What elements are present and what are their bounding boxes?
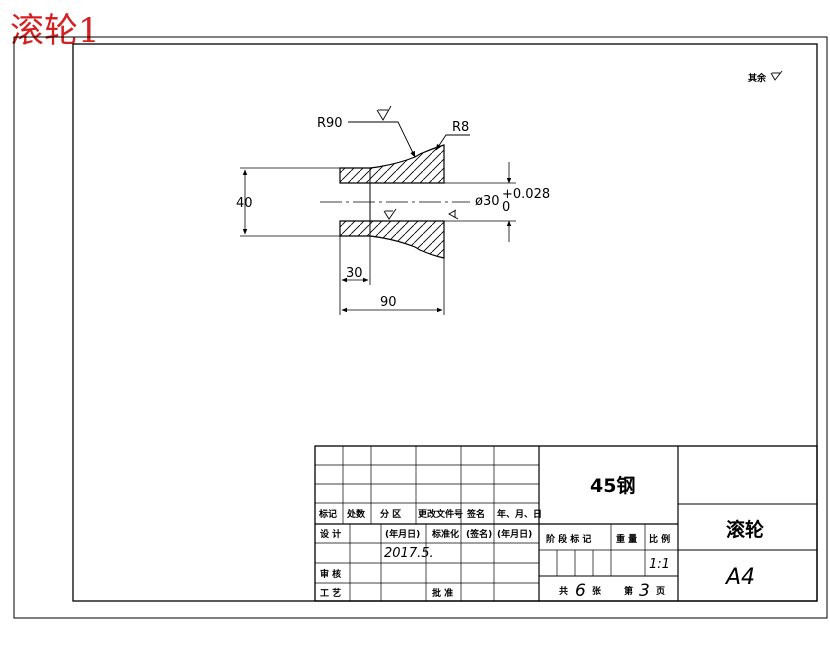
- roughness-symbol-icon: [383, 208, 397, 220]
- svg-text:审 核: 审 核: [320, 568, 341, 580]
- svg-text:页: 页: [656, 586, 665, 597]
- svg-text:张: 张: [592, 585, 602, 597]
- svg-text:30: 30: [346, 266, 363, 281]
- dim-dia-30: ø30 +0.028 0: [444, 162, 550, 242]
- svg-text:(年月日): (年月日): [385, 528, 420, 540]
- svg-text:处数: 处数: [346, 508, 366, 520]
- svg-text:共: 共: [559, 585, 568, 597]
- svg-text:其余: 其余: [748, 72, 767, 84]
- page-title: 滚轮1: [10, 11, 100, 51]
- svg-text:批 准: 批 准: [432, 587, 453, 599]
- part-name: 滚轮: [726, 518, 764, 541]
- svg-text:ø30: ø30: [475, 194, 500, 209]
- title-block-text: 标记 处数 分 区 更改文件号 签名 年、月、日 设 计 (年月日) 标准化 (…: [318, 475, 764, 601]
- svg-text:0: 0: [502, 200, 510, 215]
- roughness-note: 其余: [748, 70, 783, 84]
- part-section: [320, 144, 470, 259]
- svg-text:设 计: 设 计: [320, 528, 341, 540]
- svg-text:年、月、日: 年、月、日: [497, 508, 542, 520]
- svg-text:阶 段 标 记: 阶 段 标 记: [546, 533, 591, 545]
- lower-section: [339, 220, 445, 259]
- roughness-symbol-icon: [376, 105, 392, 121]
- svg-text:(年月日): (年月日): [497, 528, 532, 540]
- r90-callout: R90: [317, 105, 416, 158]
- svg-text:第: 第: [624, 585, 633, 597]
- roughness-symbol-icon: [770, 70, 783, 81]
- title-block: [314, 445, 818, 602]
- material: 45钢: [590, 475, 635, 497]
- svg-text:R8: R8: [452, 120, 469, 135]
- svg-text:标记: 标记: [318, 508, 337, 520]
- dim-30: 30: [339, 236, 371, 315]
- svg-text:重 量: 重 量: [616, 533, 637, 545]
- dim-40: 40: [236, 167, 340, 237]
- svg-text:90: 90: [380, 295, 397, 310]
- svg-text:(签名): (签名): [466, 528, 492, 540]
- svg-text:3: 3: [639, 581, 650, 601]
- design-date: 2017.5.: [384, 546, 434, 561]
- svg-text:分 区: 分 区: [380, 508, 401, 520]
- svg-text:签名: 签名: [466, 508, 485, 520]
- r8-callout: R8: [435, 120, 470, 151]
- svg-text:40: 40: [236, 196, 253, 211]
- dim-90: 90: [341, 258, 445, 315]
- paper-size: A4: [724, 565, 755, 590]
- svg-text:更改文件号: 更改文件号: [418, 508, 463, 520]
- roughness-symbol-icon: [448, 209, 459, 220]
- svg-text:6: 6: [575, 581, 586, 601]
- scale-value: 1:1: [649, 557, 670, 572]
- svg-text:+0.028: +0.028: [502, 187, 550, 202]
- upper-section: [339, 144, 445, 184]
- svg-text:标准化: 标准化: [431, 528, 459, 540]
- svg-text:R90: R90: [317, 116, 343, 131]
- svg-text:工 艺: 工 艺: [320, 587, 341, 599]
- svg-text:比 例: 比 例: [649, 533, 670, 545]
- outer-border: [13, 36, 828, 619]
